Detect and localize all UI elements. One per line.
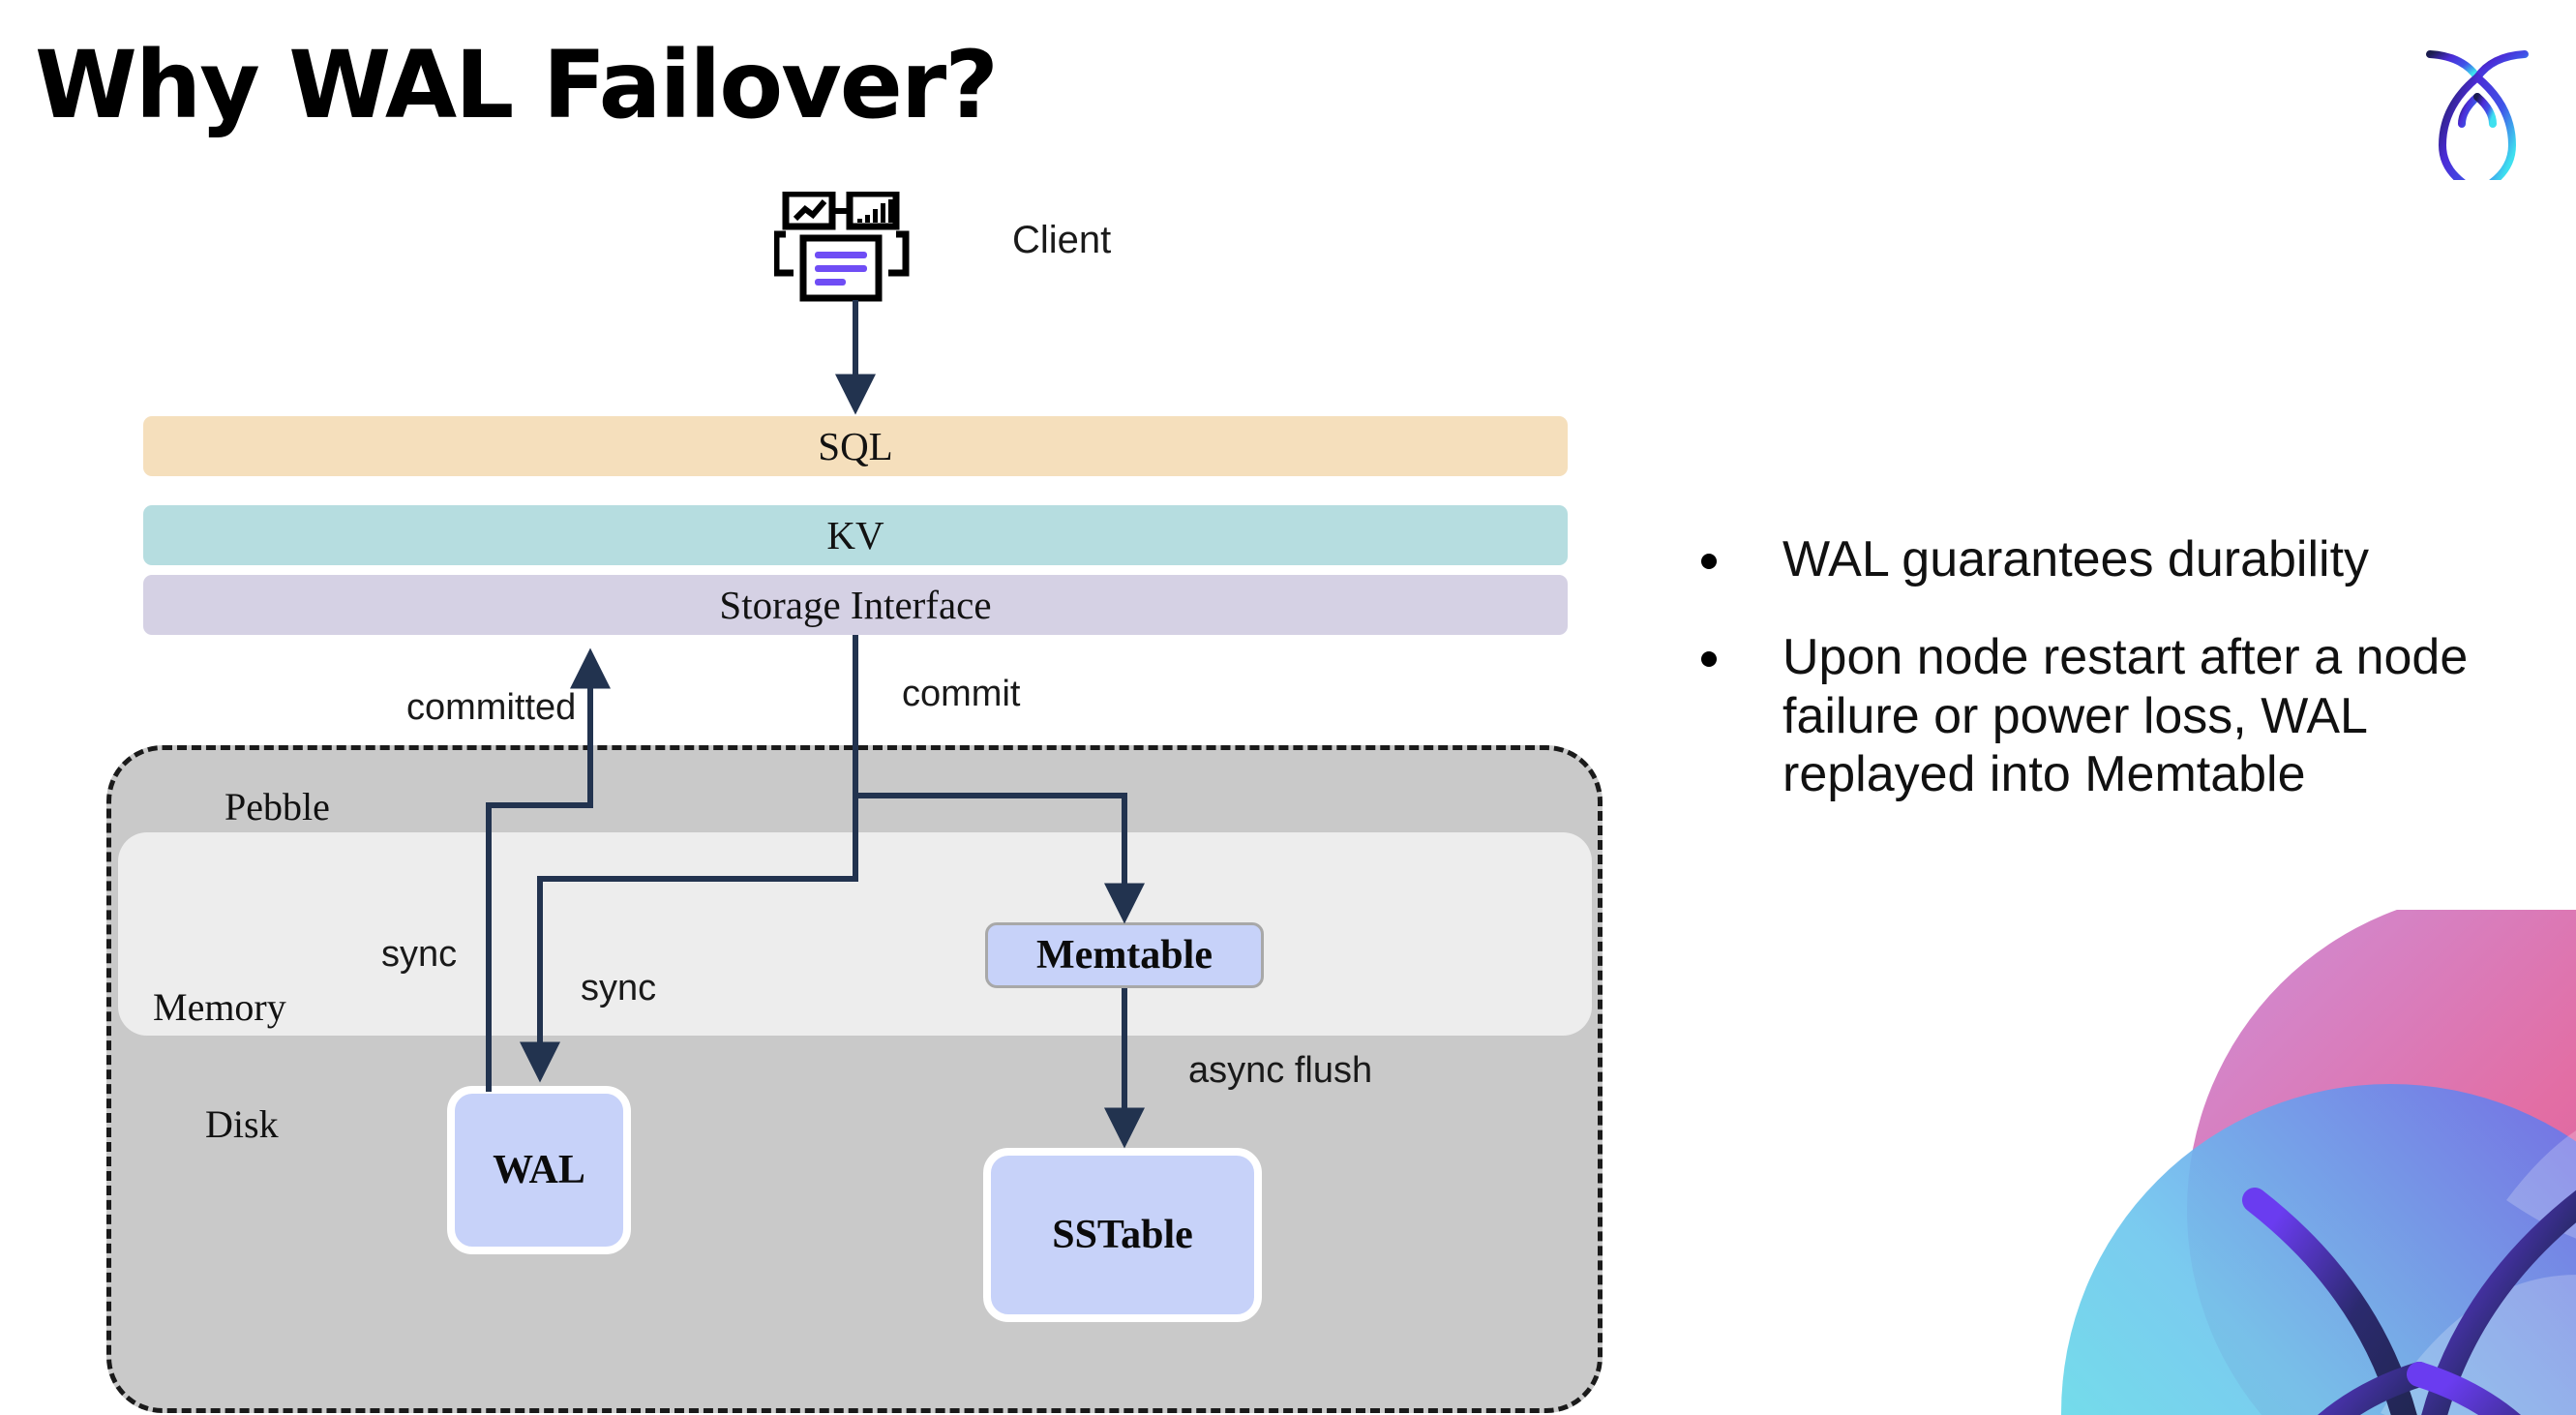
bullet-list: WAL guarantees durability Upon node rest… xyxy=(1701,530,2533,843)
edge-label-sync-2: sync xyxy=(581,968,657,1009)
client-label: Client xyxy=(1012,219,1112,261)
node-sstable-label: SSTable xyxy=(1052,1213,1193,1257)
page-title: Why WAL Failover? xyxy=(35,31,999,139)
node-memtable: Memtable xyxy=(985,922,1264,988)
pebble-label: Pebble xyxy=(225,785,330,828)
disk-label: Disk xyxy=(205,1102,279,1146)
memory-region xyxy=(118,832,1592,1036)
edge-label-commit: commit xyxy=(902,674,1021,714)
layer-bar-sql: SQL xyxy=(143,416,1568,476)
edge-label-committed: committed xyxy=(406,687,577,728)
bullet-text: WAL guarantees durability xyxy=(1782,531,2370,587)
list-item: Upon node restart after a node failure o… xyxy=(1701,628,2533,804)
memory-label: Memory xyxy=(153,985,286,1029)
node-wal: WAL xyxy=(447,1086,631,1254)
bullet-dot-icon xyxy=(1701,554,1717,569)
node-memtable-label: Memtable xyxy=(1036,933,1213,978)
layer-bar-storage-interface-label: Storage Interface xyxy=(719,583,992,627)
bullet-dot-icon xyxy=(1701,650,1717,667)
node-sstable: SSTable xyxy=(983,1148,1262,1322)
list-item: WAL guarantees durability xyxy=(1701,530,2533,589)
bullet-text: Upon node restart after a node failure o… xyxy=(1782,628,2469,803)
layer-bar-kv: KV xyxy=(143,505,1568,565)
cockroachdb-logo xyxy=(2414,37,2540,196)
node-wal-label: WAL xyxy=(493,1148,585,1192)
edge-label-sync-1: sync xyxy=(381,934,458,975)
client-dashboard-icon xyxy=(772,190,929,317)
edge-label-async-flush: async flush xyxy=(1188,1050,1373,1091)
layer-bar-sql-label: SQL xyxy=(818,424,893,468)
layer-bar-storage-interface: Storage Interface xyxy=(143,575,1568,635)
decorative-circles xyxy=(1964,910,2576,1415)
layer-bar-kv-label: KV xyxy=(826,513,884,557)
